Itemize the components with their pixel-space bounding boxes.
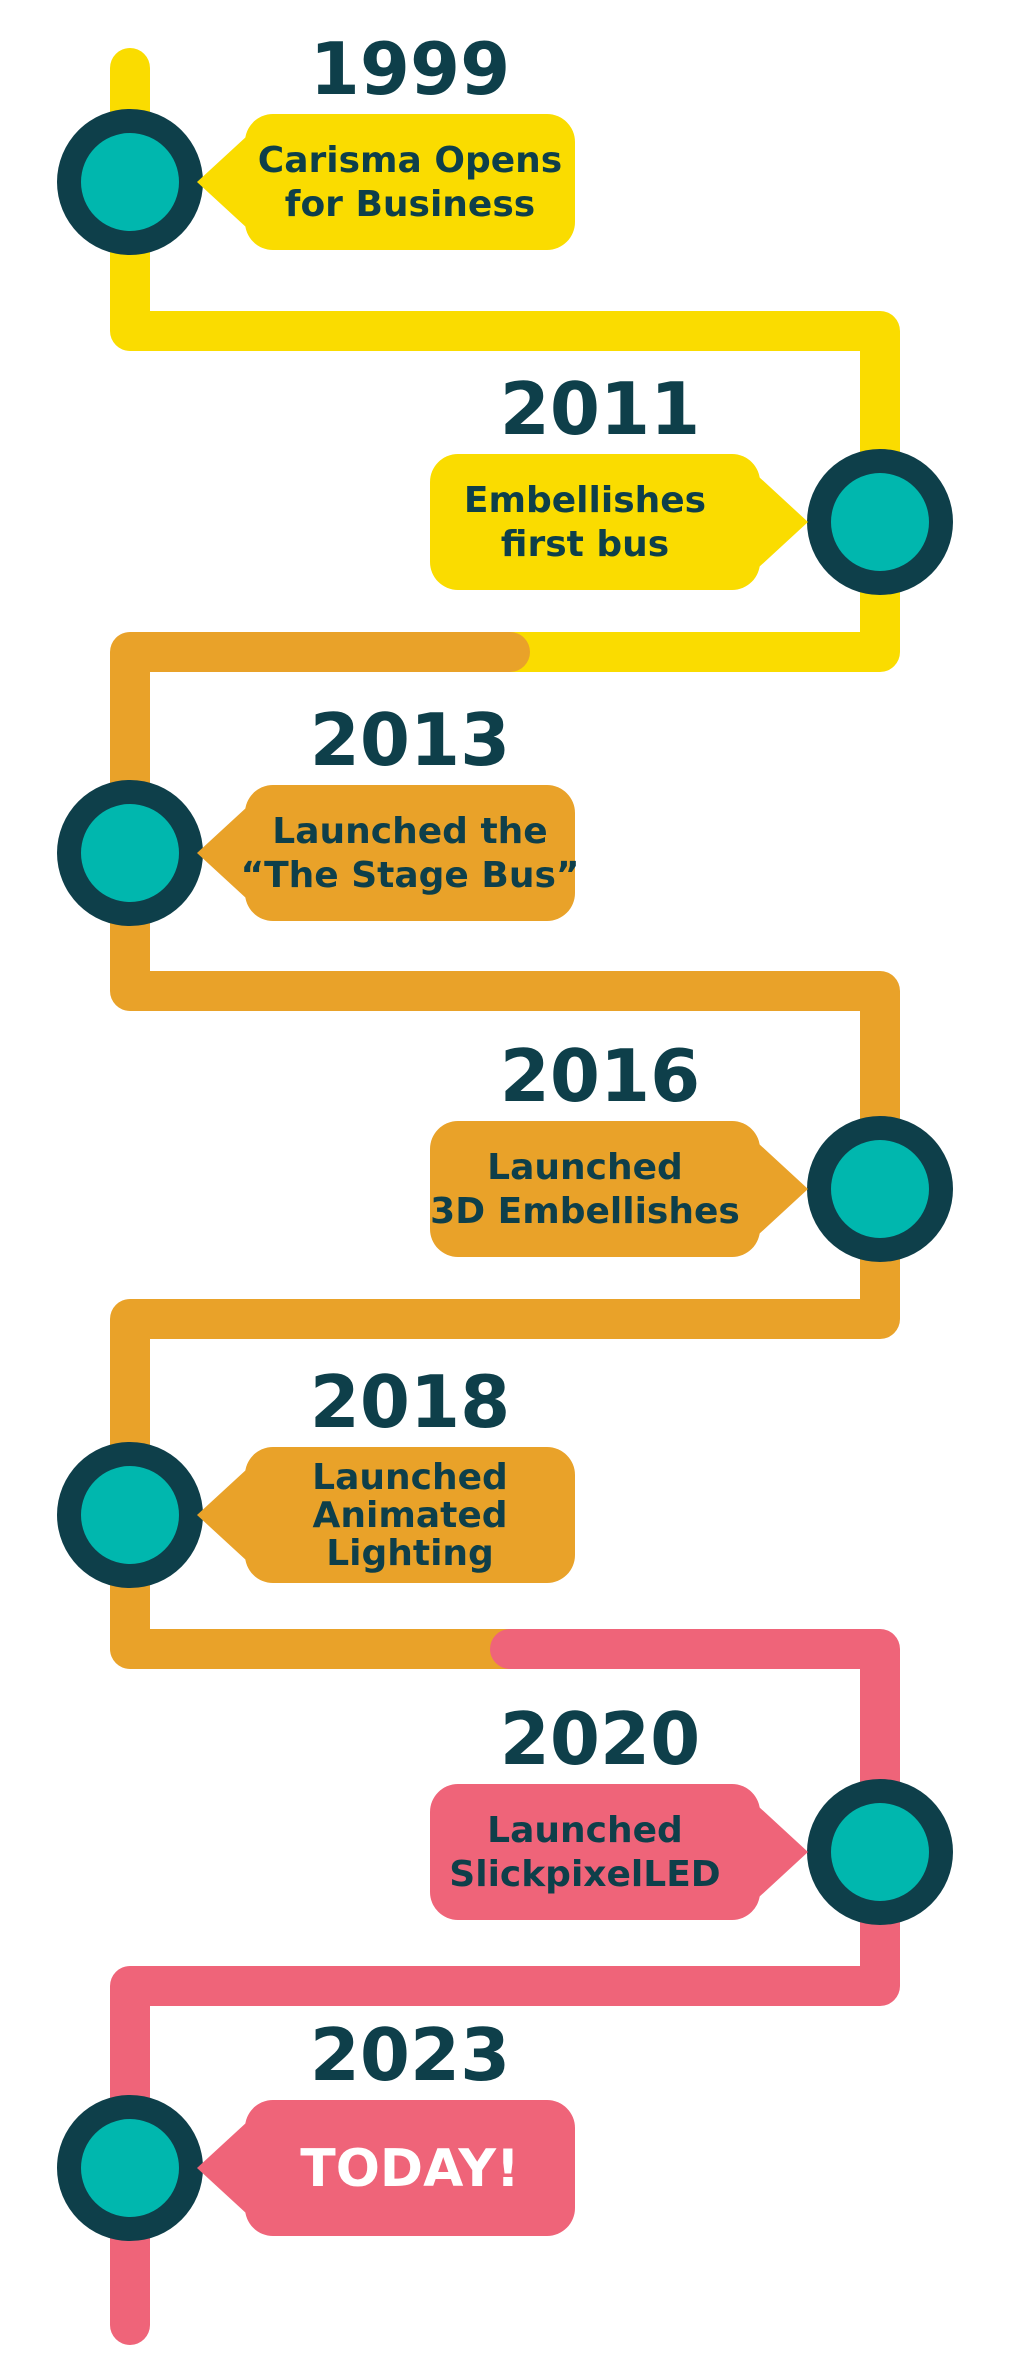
milestone-label-line: Launched	[312, 1457, 508, 1498]
milestone-node-2023	[57, 2095, 203, 2241]
milestone-label-line: TODAY!	[300, 2139, 519, 2199]
milestone-label-line: Launched	[487, 1147, 683, 1188]
milestone-year: 2018	[310, 1360, 510, 1444]
milestone-year: 2016	[500, 1034, 700, 1118]
timeline-nodes	[57, 109, 953, 2241]
milestone-node-2018	[57, 1442, 203, 1588]
milestone-label-line: SlickpixelLED	[449, 1854, 720, 1895]
milestone-node-2020	[807, 1779, 953, 1925]
milestone-callout-2013: Launched the“The Stage Bus”	[197, 785, 580, 921]
milestone-callout-2023: TODAY!	[197, 2100, 575, 2236]
milestone-node-1999	[57, 109, 203, 255]
milestone-label-line: 3D Embellishes	[430, 1191, 740, 1232]
milestone-label-line: Lighting	[326, 1533, 494, 1574]
milestone-year: 2020	[500, 1697, 700, 1781]
milestone-label-line: Embellishes	[464, 480, 706, 521]
milestone-node-2016	[807, 1116, 953, 1262]
milestone-label-line: Animated	[312, 1495, 507, 1536]
milestone-label-line: for Business	[285, 184, 535, 225]
milestone-label-line: Carisma Opens	[258, 140, 562, 181]
milestone-node-2011	[807, 449, 953, 595]
milestone-label-line: Launched	[487, 1810, 683, 1851]
milestone-label-line: Launched the	[272, 811, 547, 852]
milestone-year: 2011	[500, 367, 700, 451]
milestone-year: 1999	[310, 27, 510, 111]
milestone-year: 2023	[310, 2013, 510, 2097]
milestone-label-line: “The Stage Bus”	[240, 855, 579, 896]
milestone-year: 2013	[310, 698, 510, 782]
milestone-label-line: first bus	[501, 524, 669, 565]
milestone-node-2013	[57, 780, 203, 926]
